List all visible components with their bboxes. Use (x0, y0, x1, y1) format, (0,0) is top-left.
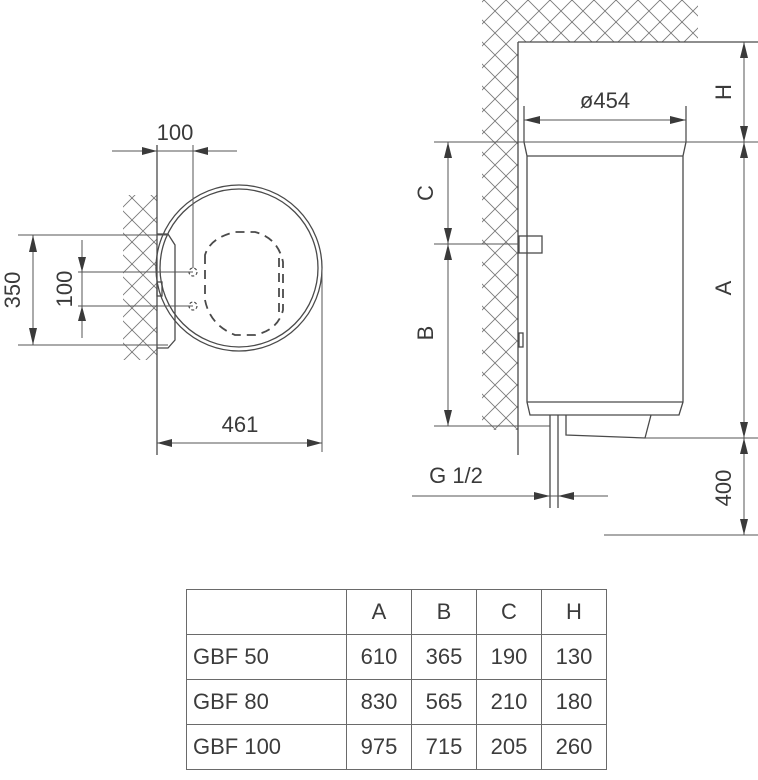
value-cell-A: 975 (346, 724, 412, 770)
model-cell: GBF 80 (186, 679, 347, 725)
header-cell-H: H (541, 589, 607, 635)
dim-bracket-height: 350 (0, 272, 25, 309)
wall-hatch-top-view (123, 195, 157, 360)
ceiling-hatch (518, 0, 698, 42)
table-row: GBF 80 830 565 210 180 (186, 679, 607, 725)
value-cell-B: 715 (411, 724, 477, 770)
value-cell-A: 610 (346, 634, 412, 680)
model-cell: GBF 100 (186, 724, 347, 770)
value-cell-C: 210 (476, 679, 542, 725)
wall-hatch-side-view (482, 0, 518, 430)
top-view: 100 350 100 461 (0, 120, 323, 455)
header-cell-C: C (476, 589, 542, 635)
value-cell-H: 180 (541, 679, 607, 725)
label-A: A (711, 280, 736, 295)
spec-table: A B C H GBF 50 610 365 190 130 GBF 80 83… (186, 589, 607, 770)
value-cell-H: 260 (541, 724, 607, 770)
tank-outline-top (155, 184, 323, 352)
table-header-row: A B C H (186, 589, 607, 635)
technical-drawing: 100 350 100 461 (0, 0, 758, 536)
label-C: C (413, 185, 438, 201)
label-B: B (413, 326, 438, 341)
dim-pipe-spacing-horizontal: 100 (157, 120, 194, 145)
label-H: H (711, 84, 736, 100)
dim-floor-clearance: 400 (711, 470, 736, 507)
dim-depth: 461 (222, 412, 259, 437)
dim-pipe-spacing-vertical: 100 (52, 271, 77, 308)
value-cell-H: 130 (541, 634, 607, 680)
dim-diameter: ø454 (580, 88, 630, 113)
header-cell-empty (186, 589, 347, 635)
heating-element-dashed (204, 231, 284, 336)
label-pipe-thread: G 1/2 (429, 463, 483, 488)
value-cell-A: 830 (346, 679, 412, 725)
value-cell-C: 190 (476, 634, 542, 680)
side-view: ø454 H A 400 C B G (412, 0, 758, 536)
tank-outline-side (523, 106, 687, 416)
table-row: GBF 100 975 715 205 260 (186, 724, 607, 770)
header-cell-A: A (346, 589, 412, 635)
header-cell-B: B (411, 589, 477, 635)
value-cell-B: 565 (411, 679, 477, 725)
model-cell: GBF 50 (186, 634, 347, 680)
value-cell-B: 365 (411, 634, 477, 680)
value-cell-C: 205 (476, 724, 542, 770)
table-row: GBF 50 610 365 190 130 (186, 634, 607, 680)
